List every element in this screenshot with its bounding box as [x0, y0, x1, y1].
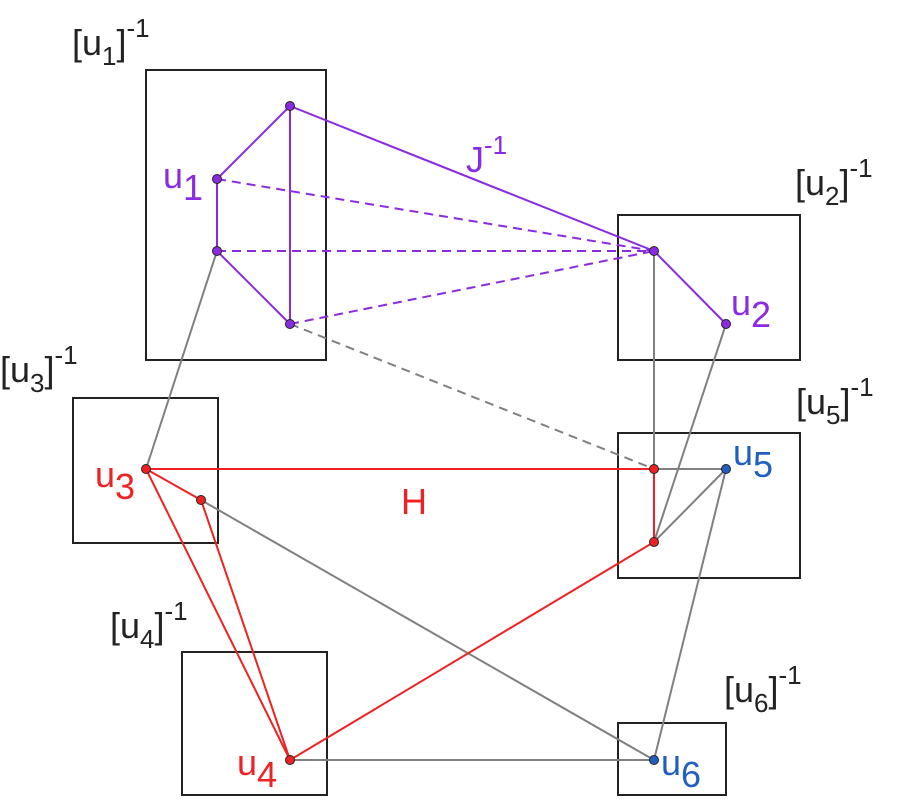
node-p_mid	[212, 246, 222, 256]
edge-p_hub-u2	[653, 250, 727, 325]
edge-p_bot-p_hub	[289, 250, 655, 325]
node-u3	[141, 464, 151, 474]
edge-p_mid-p_bot	[216, 250, 291, 325]
node-r_in5b	[649, 537, 659, 547]
box-label-b3: [u3]-1	[0, 340, 78, 398]
box-label-b5: [u5]-1	[796, 372, 874, 430]
edge-u5-u6	[653, 468, 727, 761]
edge-label-J: J-1	[466, 130, 507, 180]
node-r_in5a	[649, 464, 659, 474]
box-b3	[72, 397, 219, 544]
edge-p_bot-r_in5a	[289, 323, 655, 470]
edge-u1-p_hub	[216, 178, 655, 252]
node-u2	[721, 319, 731, 329]
node-p_bot	[285, 319, 295, 329]
node-label-u6: u6	[661, 742, 701, 795]
node-label-u5: u5	[733, 432, 773, 485]
node-r_in3	[196, 495, 206, 505]
box-label-b1: [u1]-1	[72, 13, 150, 71]
edge-u3-u4	[145, 468, 291, 761]
box-label-b2: [u2]-1	[795, 153, 873, 211]
box-label-b4: [u4]-1	[110, 596, 188, 654]
node-p_top	[285, 101, 295, 111]
edge-r_in3-u6	[200, 499, 655, 761]
edge-r_in5b-u5	[653, 468, 727, 543]
node-p_hub	[649, 246, 659, 256]
edge-u2-r_in5b	[653, 323, 727, 543]
box-label-b6: [u6]-1	[724, 660, 802, 718]
edge-p_top-p_hub	[289, 105, 655, 252]
node-label-u4: u4	[237, 742, 277, 795]
node-u1	[212, 174, 222, 184]
box-b2	[617, 214, 801, 361]
box-b4	[181, 651, 328, 796]
edge-u3-r_in3	[145, 468, 202, 501]
edge-p_mid-u3	[145, 250, 218, 470]
edge-r_in5b-u4	[289, 541, 655, 761]
node-label-u1: u1	[163, 155, 203, 208]
edge-r_in3-u4	[200, 499, 291, 761]
node-u4	[285, 755, 295, 765]
box-b5	[617, 432, 801, 579]
edge-p_top-u1	[216, 105, 291, 180]
node-label-u2: u2	[731, 282, 771, 335]
node-label-u3: u3	[95, 454, 135, 507]
node-u5	[721, 464, 731, 474]
node-u6	[649, 755, 659, 765]
box-b1	[145, 69, 327, 361]
edge-label-H: H	[401, 481, 427, 522]
